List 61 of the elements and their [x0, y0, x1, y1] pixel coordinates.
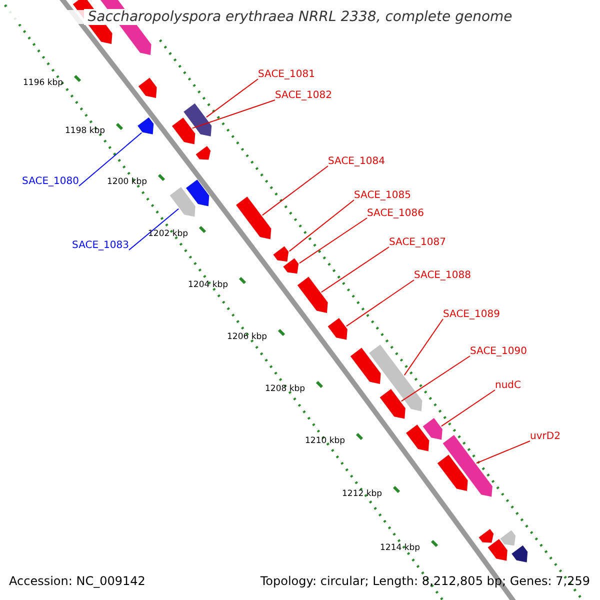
- gene-label: SACE_1086: [367, 209, 424, 219]
- gene-label: SACE_1090: [470, 347, 527, 357]
- gene-label: SACE_1080: [22, 177, 79, 187]
- leader-line: [440, 390, 496, 427]
- leader-line: [262, 166, 328, 216]
- scale-label: 1200 kbp: [107, 178, 148, 186]
- leader-line: [320, 246, 390, 293]
- gene-feature: [236, 196, 272, 240]
- leader-line: [192, 100, 276, 129]
- gene-feature: [442, 435, 492, 497]
- scale-label: 1206 kbp: [227, 333, 268, 342]
- gene-feature: [422, 418, 442, 440]
- scale-label: 1202 kbp: [148, 230, 188, 238]
- leader-line: [206, 78, 258, 118]
- gene-label: SACE_1082: [275, 91, 332, 101]
- gene-feature: [369, 344, 422, 412]
- gene-feature: [138, 117, 154, 134]
- gene-feature: [406, 424, 430, 452]
- gene-label: SACE_1085: [354, 191, 411, 201]
- gene-feature: [500, 530, 516, 546]
- gene-feature: [172, 118, 196, 144]
- scale-label: 1212 kbp: [342, 490, 382, 498]
- gene-feature: [478, 529, 494, 543]
- summary-text: Topology: circular; Length: 8,212,805 bp; Genes: 7,259: [260, 575, 590, 587]
- gene-feature: [283, 258, 299, 274]
- gene-feature: [297, 276, 328, 313]
- gene-feature: [328, 318, 348, 340]
- leader-line: [400, 356, 470, 402]
- scale-label: 1204 kbp: [188, 281, 228, 290]
- gene-feature: [512, 545, 528, 562]
- gene-label: SACE_1087: [389, 238, 446, 248]
- scale-label: 1198 kbp: [65, 127, 106, 136]
- leader-line: [346, 280, 414, 327]
- gene-feature: [170, 187, 196, 217]
- leader-line: [476, 440, 530, 464]
- gene-feature: [380, 389, 406, 419]
- gene-label: SACE_1084: [328, 157, 385, 167]
- gene-label: SACE_1083: [72, 241, 129, 251]
- gene-feature: [138, 78, 157, 98]
- gene-feature: [196, 146, 211, 160]
- scale-label: 1214 kbp: [380, 544, 420, 552]
- scale-label: 1208 kbp: [265, 385, 306, 394]
- gene-label: SACE_1089: [443, 310, 500, 320]
- scale-label: 1196 kbp: [23, 79, 64, 88]
- leader-line: [78, 132, 142, 186]
- gene-feature: [273, 246, 289, 262]
- leader-line: [298, 218, 368, 264]
- gene-feature: [437, 454, 468, 491]
- gene-feature: [186, 180, 210, 206]
- gene-label: uvrD2: [530, 432, 560, 442]
- gene-label: SACE_1081: [258, 70, 315, 80]
- scale-label: 1210 kbp: [305, 437, 346, 446]
- gene-feature: [350, 348, 381, 384]
- gene-label: SACE_1088: [414, 271, 471, 281]
- leader-line: [128, 208, 180, 250]
- gene-feature: [488, 539, 508, 561]
- leader-line: [288, 200, 354, 252]
- gene-label: nudC: [495, 381, 522, 391]
- accession-text: Accession: NC_009142: [9, 575, 146, 587]
- gene-feature: [184, 103, 212, 136]
- leader-line: [404, 318, 444, 376]
